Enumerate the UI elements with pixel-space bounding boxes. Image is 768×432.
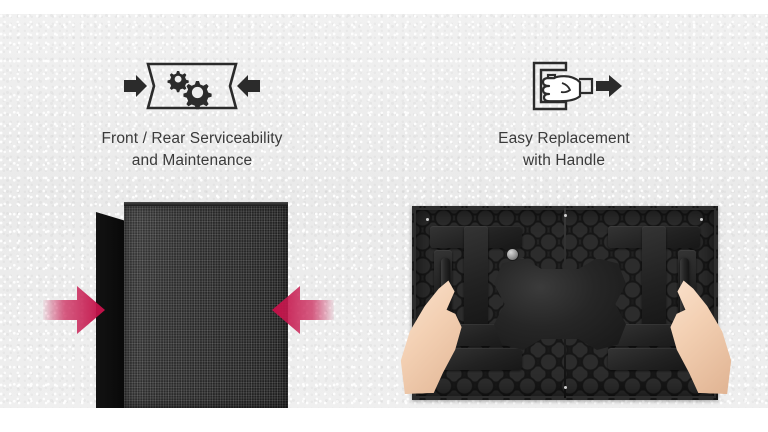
feature-easy-replacement: Easy Replacement with Handle xyxy=(420,56,708,172)
service-rail xyxy=(464,226,488,326)
replaceable-module-plate xyxy=(494,258,626,350)
arrow-left-icon xyxy=(43,284,105,336)
feature-caption-easy-replacement: Easy Replacement with Handle xyxy=(498,130,630,169)
module-badge-icon xyxy=(506,248,519,261)
service-rail xyxy=(642,226,666,326)
gears-in-cabinet-with-inward-arrows-icon xyxy=(48,56,336,116)
screw xyxy=(564,214,567,217)
led-cabinet-top-bevel xyxy=(124,202,288,206)
screw xyxy=(700,218,703,221)
top-white-band xyxy=(0,0,768,14)
arrow-right-icon xyxy=(272,284,334,336)
screw xyxy=(426,218,429,221)
feature-caption-front-rear-serviceability: Front / Rear Serviceability and Maintena… xyxy=(101,130,283,169)
hand-gripping-handle-with-arrow-icon xyxy=(420,56,708,116)
screw xyxy=(564,386,567,389)
led-cabinet-front-view xyxy=(96,202,288,408)
service-rail xyxy=(440,348,522,370)
feature-front-rear-serviceability: Front / Rear Serviceability and Maintena… xyxy=(48,56,336,172)
led-cabinet-pixel-face xyxy=(124,203,288,408)
service-rail xyxy=(608,348,690,370)
led-cabinet-rear-view xyxy=(412,206,718,400)
bottom-white-band xyxy=(0,408,768,432)
